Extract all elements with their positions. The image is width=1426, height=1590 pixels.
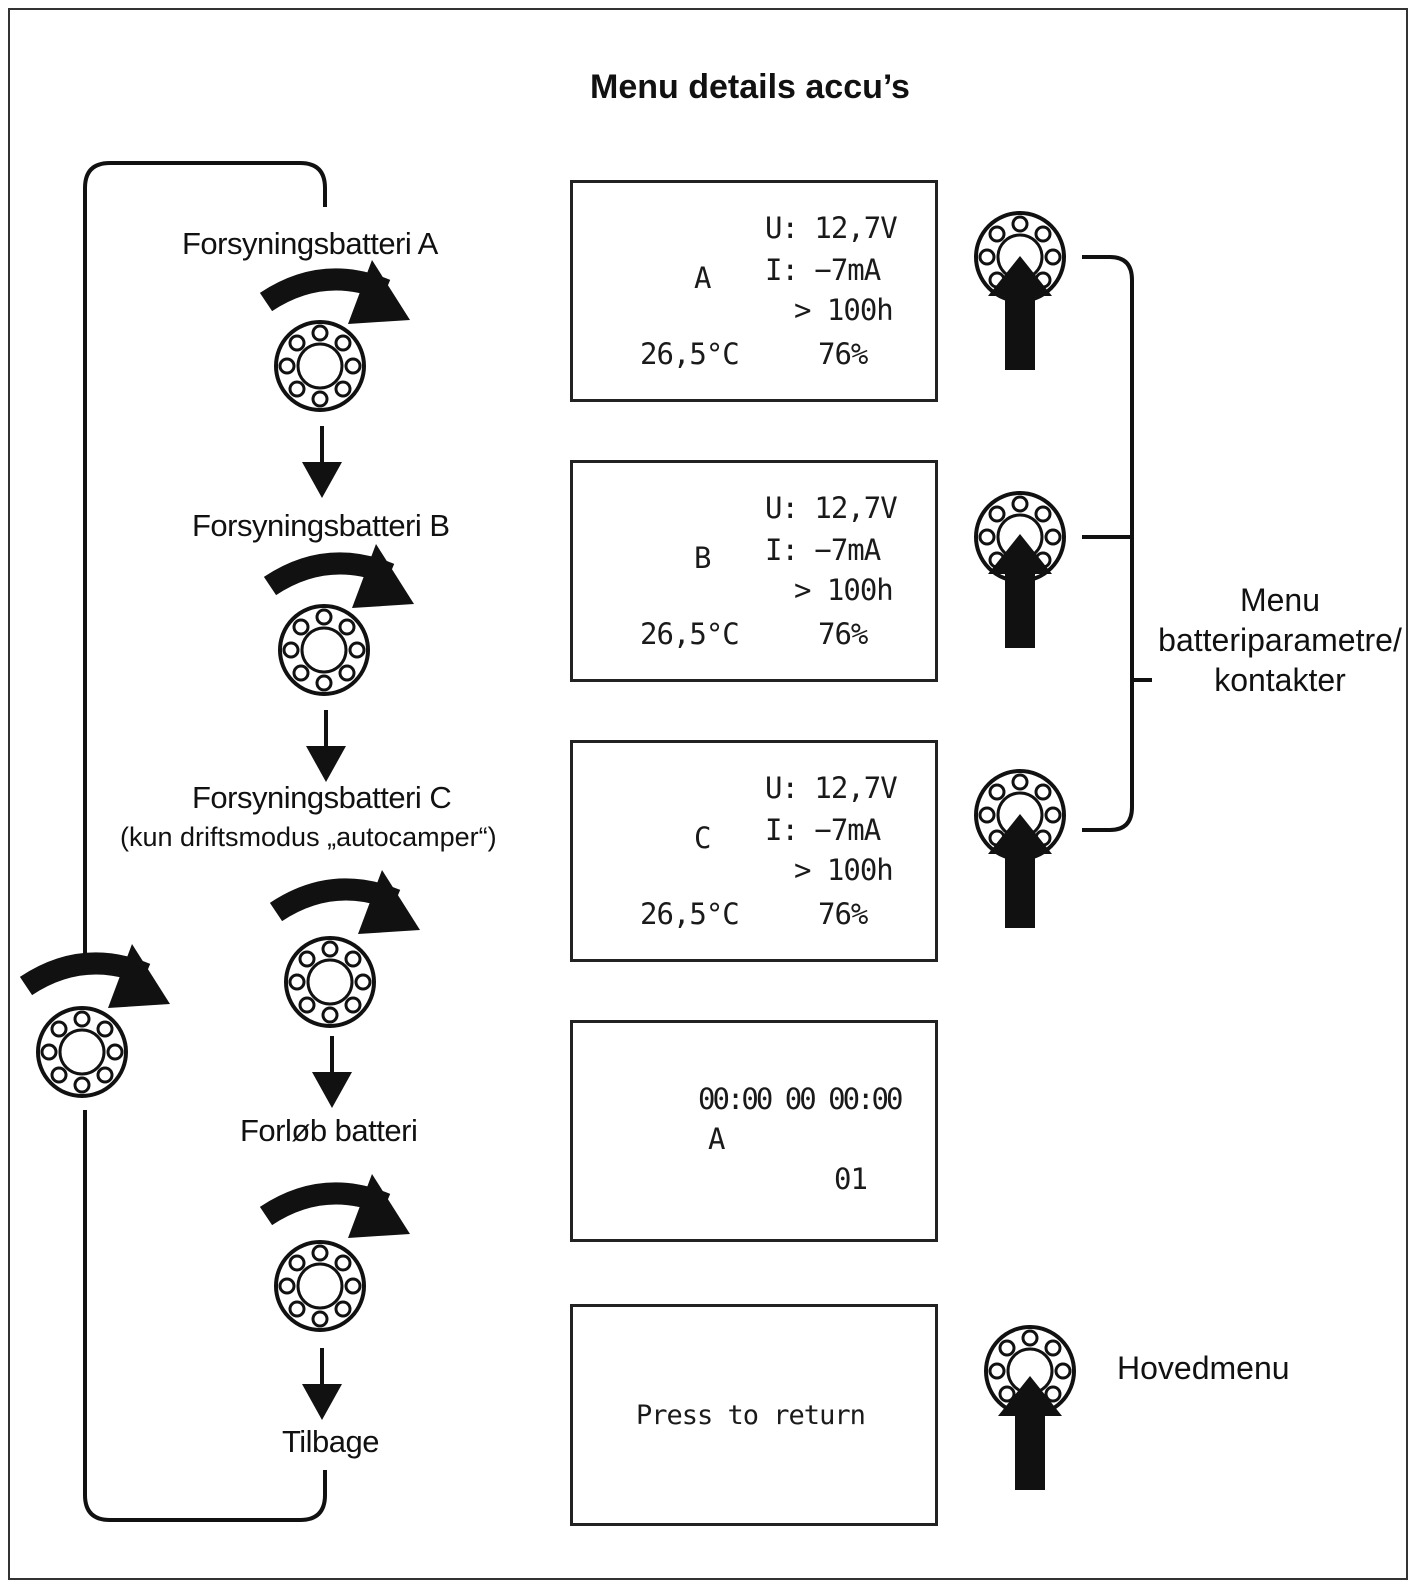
screen-battery-b: [570, 460, 938, 682]
screen-a-charge: 76%: [818, 337, 868, 371]
screen-c-current: I: −7mA: [765, 813, 881, 847]
screen-a-voltage: U: 12,7V: [765, 211, 898, 245]
screen-b-current: I: −7mA: [765, 533, 881, 567]
screen-battery-c: [570, 740, 938, 962]
side-label-params-line3: kontakter: [1214, 662, 1346, 698]
step-label-c: Forsyningsbatteri C: [192, 780, 452, 815]
screen-b-time: > 100h: [794, 573, 894, 607]
loop-line: [83, 161, 327, 958]
step-label-b: Forsyningsbatteri B: [192, 508, 450, 543]
side-label-params: Menu batteriparametre/ kontakter: [1150, 580, 1410, 700]
diagram-frame: [8, 8, 1408, 1580]
screen-a-time: > 100h: [794, 293, 894, 327]
side-label-main-menu: Hovedmenu: [1117, 1350, 1290, 1386]
step-label-history: Forløb batteri: [240, 1113, 418, 1148]
step-label-a: Forsyningsbatteri A: [182, 226, 438, 261]
screen-b-charge: 76%: [818, 617, 868, 651]
screen-c-temp: 26,5°C: [640, 897, 740, 931]
screen-b-id: B: [694, 541, 711, 575]
step-note-c: (kun driftsmodus „autocamper“): [120, 822, 497, 852]
side-label-params-line2: batteriparametre/: [1158, 622, 1402, 658]
screen-history: [570, 1020, 938, 1242]
screen-a-id: A: [694, 261, 711, 295]
loop-line-bottom: [83, 1110, 327, 1522]
history-datetime: 00:00 00 00:00: [698, 1082, 903, 1116]
step-label-back: Tilbage: [282, 1424, 380, 1459]
side-label-params-line1: Menu: [1239, 582, 1321, 618]
screen-c-charge: 76%: [818, 897, 868, 931]
screen-a-temp: 26,5°C: [640, 337, 740, 371]
screen-b-temp: 26,5°C: [640, 617, 740, 651]
history-index: 01: [834, 1162, 868, 1196]
screen-c-time: > 100h: [794, 853, 894, 887]
page-title: Menu details accu’s: [590, 68, 910, 106]
screen-return: [570, 1304, 938, 1526]
history-battery: A: [708, 1122, 725, 1156]
bracket: [1082, 255, 1134, 832]
screen-c-voltage: U: 12,7V: [765, 771, 898, 805]
return-text: Press to return: [636, 1400, 866, 1431]
screen-b-voltage: U: 12,7V: [765, 491, 898, 525]
screen-c-id: C: [694, 821, 711, 855]
screen-a-current: I: −7mA: [765, 253, 881, 287]
screen-battery-a: [570, 180, 938, 402]
